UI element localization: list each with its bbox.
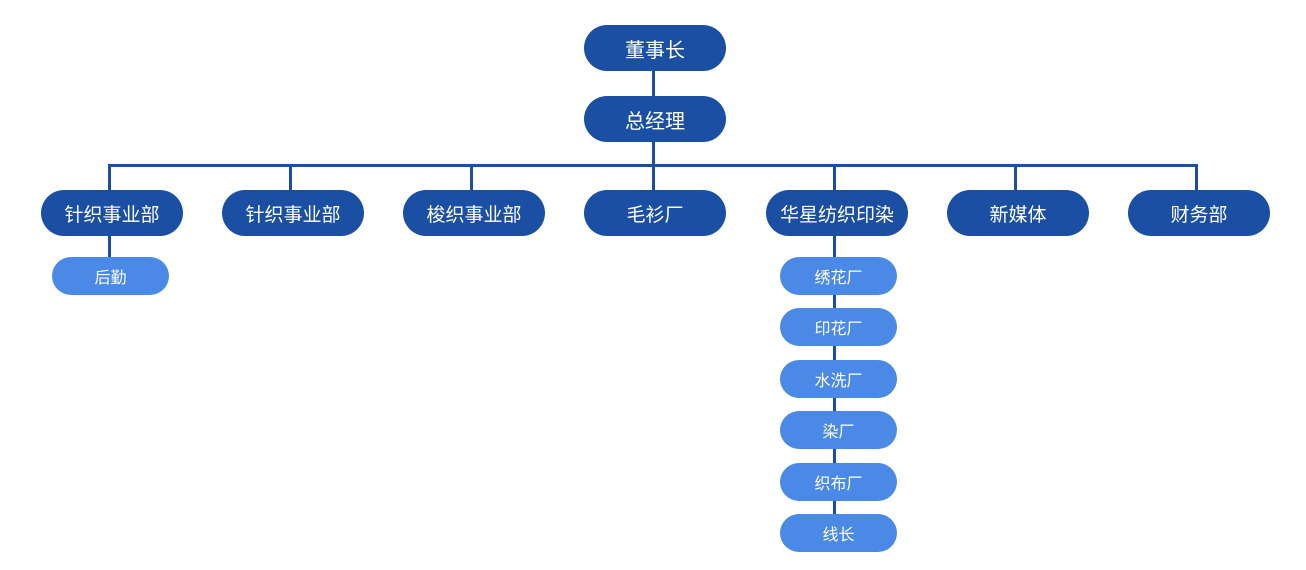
logistics-node: 后勤 — [52, 257, 169, 295]
thread-node: 线长 — [780, 514, 897, 552]
connector-chairman-gm — [652, 70, 655, 97]
dept-knit-2-node: 针织事业部 — [222, 190, 364, 236]
connector-dept-7 — [1195, 164, 1198, 191]
dept-finance-node: 财务部 — [1128, 190, 1270, 236]
connector-dept1-logistics — [108, 235, 111, 258]
dept-new-media-node: 新媒体 — [947, 190, 1089, 236]
connector-dept-6 — [1014, 164, 1017, 191]
dept-knit-1-node: 针织事业部 — [41, 190, 183, 236]
dept-woven-node: 梭织事业部 — [403, 190, 545, 236]
chairman-node: 董事长 — [584, 25, 726, 71]
connector-dept-1 — [108, 164, 111, 191]
dept-huaxing-node: 华星纺织印染 — [766, 190, 908, 236]
dept-sweater-factory-node: 毛衫厂 — [584, 190, 726, 236]
printing-factory-node: 印花厂 — [780, 308, 897, 346]
connector-dept-5 — [833, 164, 836, 191]
embroidery-factory-node: 绣花厂 — [780, 257, 897, 295]
connector-dept-2 — [289, 164, 292, 191]
dyeing-factory-node: 染厂 — [780, 411, 897, 449]
general-manager-node: 总经理 — [584, 96, 726, 142]
weaving-factory-node: 织布厂 — [780, 463, 897, 501]
connector-gm-bus — [652, 141, 655, 166]
washing-factory-node: 水洗厂 — [780, 360, 897, 398]
connector-dept-3 — [470, 164, 473, 191]
connector-dept-4 — [652, 164, 655, 191]
